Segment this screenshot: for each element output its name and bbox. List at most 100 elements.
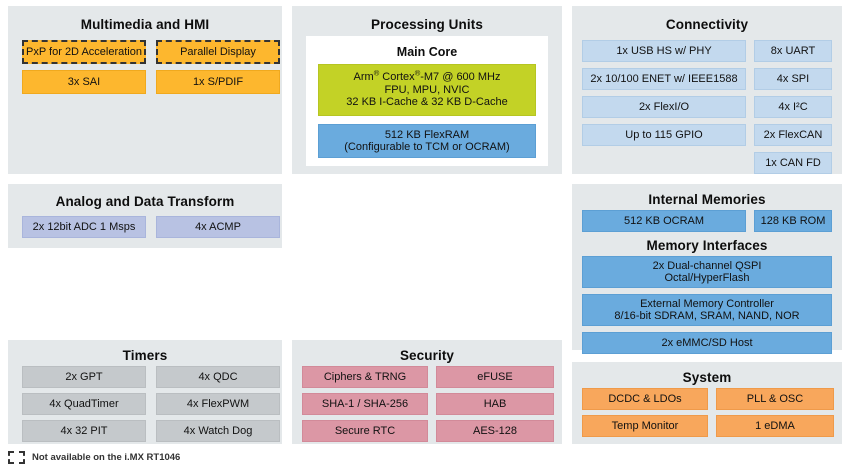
block-arm-cortex-m7-core[interactable]: Arm® Cortex®-M7 @ 600 MHz FPU, MPU, NVIC…	[318, 64, 536, 116]
block-4x-flexpwm[interactable]: 4x FlexPWM	[156, 393, 280, 415]
block-gpio[interactable]: Up to 115 GPIO	[582, 124, 746, 146]
block-aes-128[interactable]: AES-128	[436, 420, 554, 442]
block-dcdc-ldos[interactable]: DCDC & LDOs	[582, 388, 708, 410]
block-label: PLL & OSC	[746, 392, 804, 405]
qspi-line-2: Octal/HyperFlash	[664, 272, 750, 284]
block-3x-sai[interactable]: 3x SAI	[22, 70, 146, 94]
block-pxp-2d-acceleration[interactable]: PxP for 2D Acceleration	[22, 40, 146, 64]
block-label: 1x CAN FD	[765, 156, 821, 169]
block-label: 4x QDC	[198, 370, 238, 383]
block-secure-rtc[interactable]: Secure RTC	[302, 420, 428, 442]
block-flexio[interactable]: 2x FlexI/O	[582, 96, 746, 118]
block-label: eFUSE	[477, 370, 513, 383]
block-i2c[interactable]: 4x I²C	[754, 96, 832, 118]
block-label: Secure RTC	[334, 424, 396, 437]
block-dual-channel-qspi[interactable]: 2x Dual-channel QSPI Octal/HyperFlash	[582, 256, 832, 288]
panel-memories: Internal Memories 512 KB OCRAM 128 KB RO…	[572, 184, 842, 354]
panel-title-timers: Timers	[122, 348, 168, 363]
core-line1-pre: Arm	[353, 71, 374, 84]
block-label: 1x USB HS w/ PHY	[616, 44, 712, 57]
block-flexcan[interactable]: 2x FlexCAN	[754, 124, 832, 146]
core-line-2: FPU, MPU, NVIC	[384, 83, 470, 96]
panel-connectivity: Connectivity 1x USB HS w/ PHY 2x 10/100 …	[572, 6, 842, 174]
block-512kb-ocram[interactable]: 512 KB OCRAM	[582, 210, 746, 232]
block-label: 512 KB OCRAM	[623, 214, 705, 227]
panel-title-analog: Analog and Data Transform	[55, 194, 235, 209]
block-label: 4x SPI	[776, 72, 810, 85]
main-core-title: Main Core	[396, 45, 458, 59]
panel-title-multimedia: Multimedia and HMI	[80, 17, 210, 32]
block-usb-hs-phy[interactable]: 1x USB HS w/ PHY	[582, 40, 746, 62]
block-spi[interactable]: 4x SPI	[754, 68, 832, 90]
panel-multimedia-and-hmi: Multimedia and HMI PxP for 2D Accelerati…	[8, 6, 282, 174]
block-can-fd[interactable]: 1x CAN FD	[754, 152, 832, 174]
block-efuse[interactable]: eFUSE	[436, 366, 554, 388]
block-label: Parallel Display	[180, 45, 256, 58]
block-4x-32-pit[interactable]: 4x 32 PIT	[22, 420, 146, 442]
block-flexram[interactable]: 512 KB FlexRAM (Configurable to TCM or O…	[318, 124, 536, 158]
block-uart[interactable]: 8x UART	[754, 40, 832, 62]
block-sha[interactable]: SHA-1 / SHA-256	[302, 393, 428, 415]
legend: Not available on the i.MX RT1046	[8, 451, 180, 464]
panel-analog-and-data-transform: Analog and Data Transform 2x 12bit ADC 1…	[8, 184, 282, 248]
block-acmp[interactable]: 4x ACMP	[156, 216, 280, 238]
flexram-line-1: 512 KB FlexRAM	[384, 128, 470, 141]
block-emmc-sd-host[interactable]: 2x eMMC/SD Host	[582, 332, 832, 354]
panel-title-connectivity: Connectivity	[665, 17, 749, 32]
block-enet-ieee1588[interactable]: 2x 10/100 ENET w/ IEEE1588	[582, 68, 746, 90]
block-2x-gpt[interactable]: 2x GPT	[22, 366, 146, 388]
block-external-memory-controller[interactable]: External Memory Controller 8/16-bit SDRA…	[582, 294, 832, 326]
block-parallel-display[interactable]: Parallel Display	[156, 40, 280, 64]
block-128kb-rom[interactable]: 128 KB ROM	[754, 210, 832, 232]
block-temp-monitor[interactable]: Temp Monitor	[582, 415, 708, 437]
core-line1-post: -M7 @ 600 MHz	[420, 71, 501, 84]
block-hab[interactable]: HAB	[436, 393, 554, 415]
block-label: 3x SAI	[67, 75, 101, 88]
emc-line-2: 8/16-bit SDRAM, SRAM, NAND, NOR	[614, 310, 800, 322]
block-label: 2x GPT	[65, 370, 103, 383]
block-label: DCDC & LDOs	[608, 392, 682, 405]
block-label: PxP for 2D Acceleration	[26, 45, 142, 58]
block-pll-osc[interactable]: PLL & OSC	[716, 388, 834, 410]
block-ciphers-trng[interactable]: Ciphers & TRNG	[302, 366, 428, 388]
block-label: Temp Monitor	[611, 419, 679, 432]
block-label: 4x FlexPWM	[186, 397, 250, 410]
block-label: HAB	[483, 397, 507, 410]
panel-title-memory-interfaces: Memory Interfaces	[646, 238, 768, 253]
main-core-container: Main Core Arm® Cortex®-M7 @ 600 MHz FPU,…	[306, 36, 548, 166]
block-4x-qdc[interactable]: 4x QDC	[156, 366, 280, 388]
core-line-1: Arm® Cortex®-M7 @ 600 MHz	[353, 69, 501, 84]
legend-label: Not available on the i.MX RT1046	[32, 452, 181, 463]
block-label: 4x ACMP	[195, 220, 241, 233]
block-label: 1x S/PDIF	[192, 75, 244, 88]
panel-title-security: Security	[399, 348, 455, 363]
block-label: 8x UART	[770, 44, 816, 57]
panel-title-internal-memories: Internal Memories	[648, 192, 766, 207]
panel-system: System DCDC & LDOs Temp Monitor PLL & OS…	[572, 362, 842, 444]
block-label: 4x Watch Dog	[183, 424, 253, 437]
panel-security: Security Ciphers & TRNG SHA-1 / SHA-256 …	[292, 340, 562, 444]
block-label: 2x FlexI/O	[638, 100, 690, 113]
flexram-line-2: (Configurable to TCM or OCRAM)	[344, 141, 510, 153]
block-4x-quadtimer[interactable]: 4x QuadTimer	[22, 393, 146, 415]
panel-timers: Timers 2x GPT 4x QuadTimer 4x 32 PIT 4x …	[8, 340, 282, 444]
core-line-3: 32 KB I-Cache & 32 KB D-Cache	[346, 96, 508, 109]
block-label: Up to 115 GPIO	[625, 128, 703, 141]
block-1x-spdif[interactable]: 1x S/PDIF	[156, 70, 280, 94]
block-12bit-adc[interactable]: 2x 12bit ADC 1 Msps	[22, 216, 146, 238]
emc-line-1: External Memory Controller	[640, 297, 774, 310]
block-4x-watch-dog[interactable]: 4x Watch Dog	[156, 420, 280, 442]
block-label: AES-128	[472, 424, 518, 437]
block-label: 2x FlexCAN	[763, 128, 823, 141]
block-label: 1 eDMA	[755, 419, 795, 432]
block-label: 4x QuadTimer	[49, 397, 119, 410]
block-label: Ciphers & TRNG	[323, 370, 407, 383]
panel-processing-units: Processing Units Main Core Arm® Cortex®-…	[292, 6, 562, 174]
block-label: 4x 32 PIT	[60, 424, 108, 437]
core-line1-mid: Cortex	[379, 71, 415, 84]
panel-title-processing-units: Processing Units	[371, 17, 483, 32]
legend-dashed-swatch-icon	[8, 451, 25, 464]
block-1-edma[interactable]: 1 eDMA	[716, 415, 834, 437]
block-label: 2x eMMC/SD Host	[661, 336, 753, 349]
